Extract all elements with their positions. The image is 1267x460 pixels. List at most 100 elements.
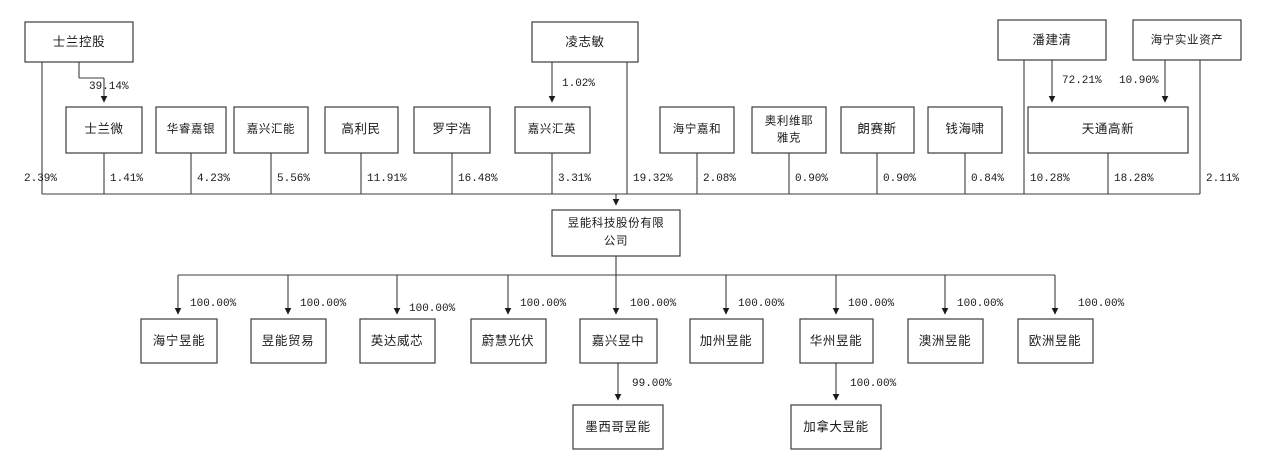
node-label-olivier-jacques-line1: 奥利维耶 (765, 114, 813, 128)
node-label-ling-zhimin: 凌志敏 (565, 34, 604, 49)
node-label-ouzhou-yuneng: 欧洲昱能 (1029, 334, 1081, 348)
pct-ling-zhimin-direct: 19.32% (633, 173, 673, 185)
node-box-ouzhou-yuneng (1017, 318, 1094, 364)
node-box-pan-jianqing (997, 19, 1107, 61)
node-box-jiaxing-huiying (514, 106, 591, 154)
node-label-moxige-yuneng: 墨西哥昱能 (585, 420, 651, 434)
node-jianada-yuneng[interactable]: 加拿大昱能 (790, 404, 882, 450)
node-huazhou-yuneng[interactable]: 华州昱能 (799, 318, 874, 364)
node-box-jiazhou-yuneng (689, 318, 764, 364)
node-label-huazhou-yuneng: 华州昱能 (810, 333, 862, 348)
node-label-luo-yuhao: 罗宇浩 (432, 121, 471, 136)
pct-langsaisi: 0.90% (883, 173, 916, 185)
pct-moxige-yuneng: 99.00% (632, 378, 672, 390)
node-ouzhou-yuneng[interactable]: 欧洲昱能 (1017, 318, 1094, 364)
node-label-haining-shiye: 海宁实业资产 (1151, 33, 1224, 47)
pct-ling-zhimin-to-jiaxing-huiying: 1.02% (562, 78, 595, 90)
node-label-jiaxing-huiying: 嘉兴汇英 (528, 122, 576, 136)
pct-weihui-guangfu: 100.00% (520, 298, 567, 310)
pct-yingda-weixin: 100.00% (409, 303, 456, 315)
node-box-weihui-guangfu (470, 318, 547, 364)
node-label-pan-jianqing: 潘建清 (1032, 33, 1071, 47)
node-label-aozhou-yuneng: 澳洲昱能 (919, 334, 971, 348)
pct-huazhou-yuneng: 100.00% (848, 298, 895, 310)
node-box-langsaisi (840, 106, 915, 154)
node-pan-jianqing[interactable]: 潘建清 (997, 19, 1107, 61)
node-label-tiantong-gaoxin: 天通高新 (1082, 121, 1134, 136)
node-label-weihui-guangfu: 蔚慧光伏 (482, 333, 534, 348)
node-label-jiaxing-yuzhong: 嘉兴昱中 (592, 333, 644, 348)
node-box-center-company (551, 209, 681, 257)
pct-jiaxing-huiying: 3.31% (558, 173, 591, 185)
node-box-huarui-jiayin (155, 106, 227, 154)
node-box-haining-yuneng (140, 318, 218, 364)
pct-aozhou-yuneng: 100.00% (957, 298, 1004, 310)
node-shilan-holding[interactable]: 士兰控股 (24, 21, 134, 63)
node-gao-limin[interactable]: 高利民 (324, 106, 399, 154)
node-yuneng-maoyi[interactable]: 昱能贸易 (250, 318, 327, 364)
pct-shilan-micro: 1.41% (110, 173, 143, 185)
node-jiaxing-huiying[interactable]: 嘉兴汇英 (514, 106, 591, 154)
node-box-huazhou-yuneng (799, 318, 874, 364)
node-center-company[interactable]: 昱能科技股份有限 公司 (551, 209, 681, 257)
node-box-tiantong-gaoxin (1027, 106, 1189, 154)
pct-jiaxing-huineng: 5.56% (277, 173, 310, 185)
node-luo-yuhao[interactable]: 罗宇浩 (413, 106, 491, 154)
node-label-haining-yuneng: 海宁昱能 (153, 333, 205, 348)
pct-ouzhou-yuneng: 100.00% (1078, 298, 1125, 310)
node-label-jianada-yuneng: 加拿大昱能 (803, 419, 869, 434)
pct-luo-yuhao: 16.48% (458, 173, 498, 185)
pct-shilan-holding-direct: 2.39% (24, 173, 57, 185)
node-box-yuneng-maoyi (250, 318, 327, 364)
node-haining-shiye[interactable]: 海宁实业资产 (1132, 19, 1242, 61)
node-ling-zhimin[interactable]: 凌志敏 (531, 21, 639, 63)
node-label-langsaisi: 朗赛斯 (857, 121, 896, 136)
node-box-gao-limin (324, 106, 399, 154)
node-shilan-micro[interactable]: 士兰微 (65, 106, 143, 154)
node-label-olivier-jacques-line2: 雅克 (777, 131, 801, 145)
node-label-gao-limin: 高利民 (341, 121, 380, 136)
pct-jiazhou-yuneng: 100.00% (738, 298, 785, 310)
node-haining-jiahe[interactable]: 海宁嘉和 (659, 106, 735, 154)
node-label-yuneng-maoyi: 昱能贸易 (262, 334, 314, 348)
node-label-jiaxing-huineng: 嘉兴汇能 (247, 122, 295, 136)
node-box-moxige-yuneng (572, 404, 664, 450)
node-olivier-jacques[interactable]: 奥利维耶 雅克 (751, 106, 827, 154)
node-jiaxing-huineng[interactable]: 嘉兴汇能 (233, 106, 309, 154)
pct-haining-shiye-to-tiantong: 10.90% (1119, 75, 1159, 87)
node-label-huarui-jiayin: 华睿嘉银 (167, 122, 215, 136)
pct-haining-shiye-direct: 2.11% (1206, 173, 1239, 185)
node-haining-yuneng[interactable]: 海宁昱能 (140, 318, 218, 364)
node-weihui-guangfu[interactable]: 蔚慧光伏 (470, 318, 547, 364)
node-label-center-company-line1: 昱能科技股份有限 (568, 216, 665, 230)
node-huarui-jiayin[interactable]: 华睿嘉银 (155, 106, 227, 154)
node-box-haining-shiye (1132, 19, 1242, 61)
pct-shilan-holding-to-shilan-micro: 39.14% (89, 81, 129, 93)
node-box-jiaxing-yuzhong (579, 318, 658, 364)
node-yingda-weixin[interactable]: 英达威芯 (359, 318, 436, 364)
node-aozhou-yuneng[interactable]: 澳洲昱能 (907, 318, 984, 364)
node-box-ling-zhimin (531, 21, 639, 63)
node-box-yingda-weixin (359, 318, 436, 364)
node-jiaxing-yuzhong[interactable]: 嘉兴昱中 (579, 318, 658, 364)
pct-haining-jiahe: 2.08% (703, 173, 736, 185)
node-label-haining-jiahe: 海宁嘉和 (673, 122, 721, 136)
node-jiazhou-yuneng[interactable]: 加州昱能 (689, 318, 764, 364)
node-qian-haixiao[interactable]: 钱海啸 (927, 106, 1003, 154)
node-box-olivier-jacques (751, 106, 827, 154)
node-tiantong-gaoxin[interactable]: 天通高新 (1027, 106, 1189, 154)
node-langsaisi[interactable]: 朗赛斯 (840, 106, 915, 154)
node-moxige-yuneng[interactable]: 墨西哥昱能 (572, 404, 664, 450)
pct-gao-limin: 11.91% (367, 173, 407, 185)
pct-pan-jianqing-to-tiantong: 72.21% (1062, 75, 1102, 87)
node-label-shilan-holding: 士兰控股 (53, 35, 105, 49)
node-box-haining-jiahe (659, 106, 735, 154)
node-box-aozhou-yuneng (907, 318, 984, 364)
node-box-jianada-yuneng (790, 404, 882, 450)
node-box-shilan-holding (24, 21, 134, 63)
node-label-center-company-line2: 公司 (604, 235, 628, 248)
pct-haining-yuneng: 100.00% (190, 298, 237, 310)
node-label-jiazhou-yuneng: 加州昱能 (700, 334, 752, 348)
